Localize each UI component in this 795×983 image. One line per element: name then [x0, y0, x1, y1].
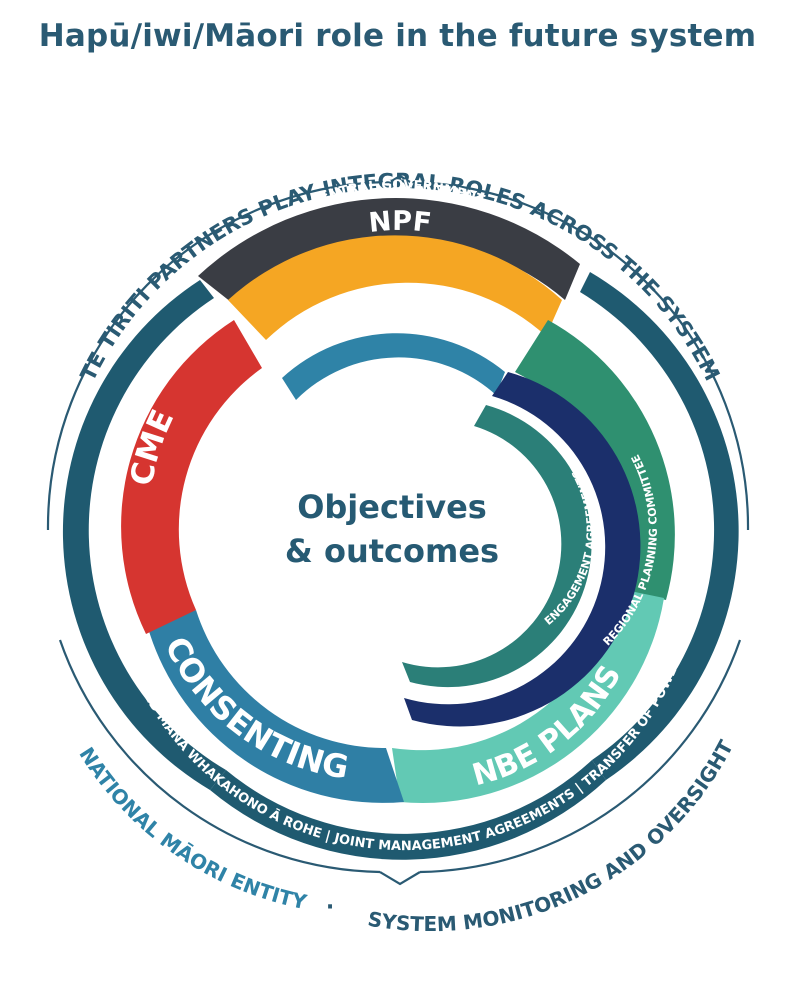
cme-segment[interactable]	[121, 320, 262, 634]
national-maori-entity-label: NATIONAL MĀORI ENTITY	[316, 295, 475, 328]
center-line-2: & outcomes	[285, 532, 499, 570]
national-maori-entity-segment[interactable]	[282, 333, 505, 400]
npf-label: NPF	[367, 206, 433, 239]
center-line-1: Objectives	[297, 488, 487, 526]
engagement-agreements-segment[interactable]	[402, 405, 592, 688]
regional-planning-committee-segment[interactable]	[404, 372, 641, 727]
nbe-plans-segment[interactable]	[392, 588, 664, 804]
page-title: Hapū/iwi/Māori role in the future system	[38, 18, 757, 54]
central-government-segment[interactable]	[198, 198, 580, 306]
outer-ring-separator: ·	[326, 895, 334, 920]
npf-segment[interactable]	[228, 235, 562, 340]
consenting-segment[interactable]	[148, 610, 404, 803]
second-ring	[62, 272, 739, 860]
outer-ring	[46, 174, 750, 886]
